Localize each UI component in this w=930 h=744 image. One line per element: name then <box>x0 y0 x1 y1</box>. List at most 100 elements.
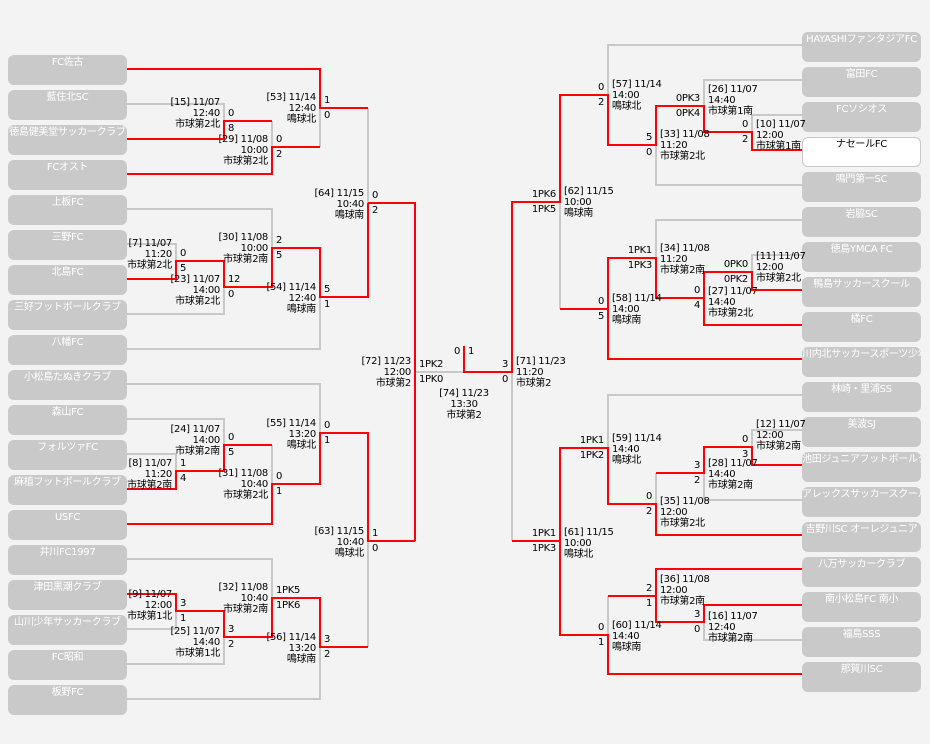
match-number: [7] <box>128 238 143 249</box>
match-venue: 市球第2 <box>375 378 411 389</box>
team-box[interactable]: 南小松島FC 南小 <box>802 592 921 622</box>
team-box[interactable]: 井川FC1997 <box>8 545 127 575</box>
match-header: [35] 11/08 <box>660 496 710 507</box>
team-box[interactable]: 津田黒潮クラブ <box>8 580 127 610</box>
match-number: [53] <box>266 92 286 103</box>
team-box[interactable]: 上板FC <box>8 195 127 225</box>
match-time: 14:40 <box>708 469 736 480</box>
team-box[interactable]: 北島FC <box>8 265 127 295</box>
match-header: [72] 11/23 <box>361 356 411 367</box>
team-box[interactable]: FCオスト <box>8 160 127 190</box>
match-number: [25] <box>170 626 190 637</box>
match-header: [54] 11/14 <box>266 282 316 293</box>
match-venue: 鳴球北 <box>334 548 364 559</box>
match-date: 11/14 <box>288 418 317 429</box>
team-box[interactable]: 徳島YMCA FC <box>802 242 921 272</box>
match-venue: 市球第2南 <box>756 441 801 452</box>
score-bottom: 1 <box>597 637 604 648</box>
team-box[interactable]: FC昭和 <box>8 650 127 680</box>
match-venue: 市球第2南 <box>223 604 268 615</box>
team-box[interactable]: 藍住北SC <box>8 90 127 120</box>
match-number: [55] <box>266 418 286 429</box>
match-time: 13:20 <box>288 643 317 654</box>
match-time: 12:40 <box>708 622 736 633</box>
team-box[interactable]: 山川少年サッカークラブ <box>8 615 127 645</box>
team-box[interactable]: 富田FC <box>802 67 921 97</box>
team-box[interactable]: HAYASHIファンタジアFC <box>802 32 921 62</box>
team-box[interactable]: FC佐古 <box>8 55 127 85</box>
score-top: 3 <box>501 359 508 370</box>
score-bottom: 4 <box>180 473 187 484</box>
match-number: [58] <box>612 293 632 304</box>
match-time: 12:40 <box>192 108 221 119</box>
match-date: 11/08 <box>240 232 269 243</box>
match-date: 11/07 <box>192 97 221 108</box>
score-top: 0 <box>741 119 748 130</box>
team-box[interactable]: 三好フットボールクラブ <box>8 300 127 330</box>
match-time: 11:20 <box>660 140 688 151</box>
score-bottom: 0 <box>324 110 331 121</box>
score-bottom: 4 <box>693 300 700 311</box>
team-box[interactable]: 小松島たぬきクラブ <box>8 370 127 400</box>
team-box[interactable]: 森山FC <box>8 405 127 435</box>
match-number: [35] <box>660 496 680 507</box>
team-box[interactable]: 美波SJ <box>802 417 921 447</box>
score-top: 3 <box>693 609 700 620</box>
team-box[interactable]: 鴨島サッカースクール <box>802 277 921 307</box>
team-box[interactable]: 鳴門第一SC <box>802 172 921 202</box>
match-header: [10] 11/07 <box>756 119 806 130</box>
match-header: [29] 11/08 <box>218 134 268 145</box>
match-header: [34] 11/08 <box>660 243 710 254</box>
score-top: 2 <box>276 235 283 246</box>
match-time: 14:40 <box>612 631 640 642</box>
team-box[interactable]: アレックスサッカースクール <box>802 487 921 517</box>
team-box[interactable]: 八万サッカークラブ <box>802 557 921 587</box>
team-box[interactable]: 吉野川SC オーレジュニア <box>802 522 921 552</box>
match-time: 12:40 <box>288 103 317 114</box>
score-top: 0 <box>645 491 652 502</box>
team-box[interactable]: ナセールFC <box>802 137 921 167</box>
match-date: 11/14 <box>288 92 317 103</box>
score-top: 0 <box>276 471 283 482</box>
match-date: 11/07 <box>778 119 806 130</box>
bracket-lines-winner <box>127 68 802 675</box>
team-box[interactable]: 川内北サッカースポーツ少年団 <box>802 347 921 377</box>
match-time: 13:30 <box>450 399 478 410</box>
team-box[interactable]: 板野FC <box>8 685 127 715</box>
match-number: [15] <box>170 97 190 108</box>
match-number: [71] <box>516 356 536 367</box>
team-box[interactable]: 林崎・里浦SS <box>802 382 921 412</box>
match-time: 11:20 <box>144 469 173 480</box>
team-box[interactable]: 福島SSS <box>802 627 921 657</box>
match-header: [62] 11/15 <box>564 186 614 197</box>
team-box[interactable]: FCソシオス <box>802 102 921 132</box>
match-date: 11/07 <box>730 286 758 297</box>
match-number: [29] <box>218 134 238 145</box>
team-box[interactable]: 那賀川SC <box>802 662 921 692</box>
score-top: 0PK0 <box>723 259 748 270</box>
team-box[interactable]: 八幡FC <box>8 335 127 365</box>
score-top: 12 <box>228 274 241 285</box>
score-top: 3 <box>324 634 331 645</box>
team-box[interactable]: 三野FC <box>8 230 127 260</box>
match-venue: 市球第2北 <box>756 273 801 284</box>
match-time: 10:40 <box>240 479 269 490</box>
team-box[interactable]: 橘FC <box>802 312 921 342</box>
team-box[interactable]: 岩脇SC <box>802 207 921 237</box>
team-box[interactable]: 池田ジュニアフットボールクラブ <box>802 452 921 482</box>
match-time: 10:40 <box>240 593 269 604</box>
match-time: 12:40 <box>288 293 317 304</box>
team-box[interactable]: 徳島健美堂サッカークラブ <box>8 125 127 155</box>
team-box[interactable]: フォルツァFC <box>8 440 127 470</box>
team-box[interactable]: USFC <box>8 510 127 540</box>
team-box[interactable]: 麻植フットボールクラブ <box>8 475 127 505</box>
